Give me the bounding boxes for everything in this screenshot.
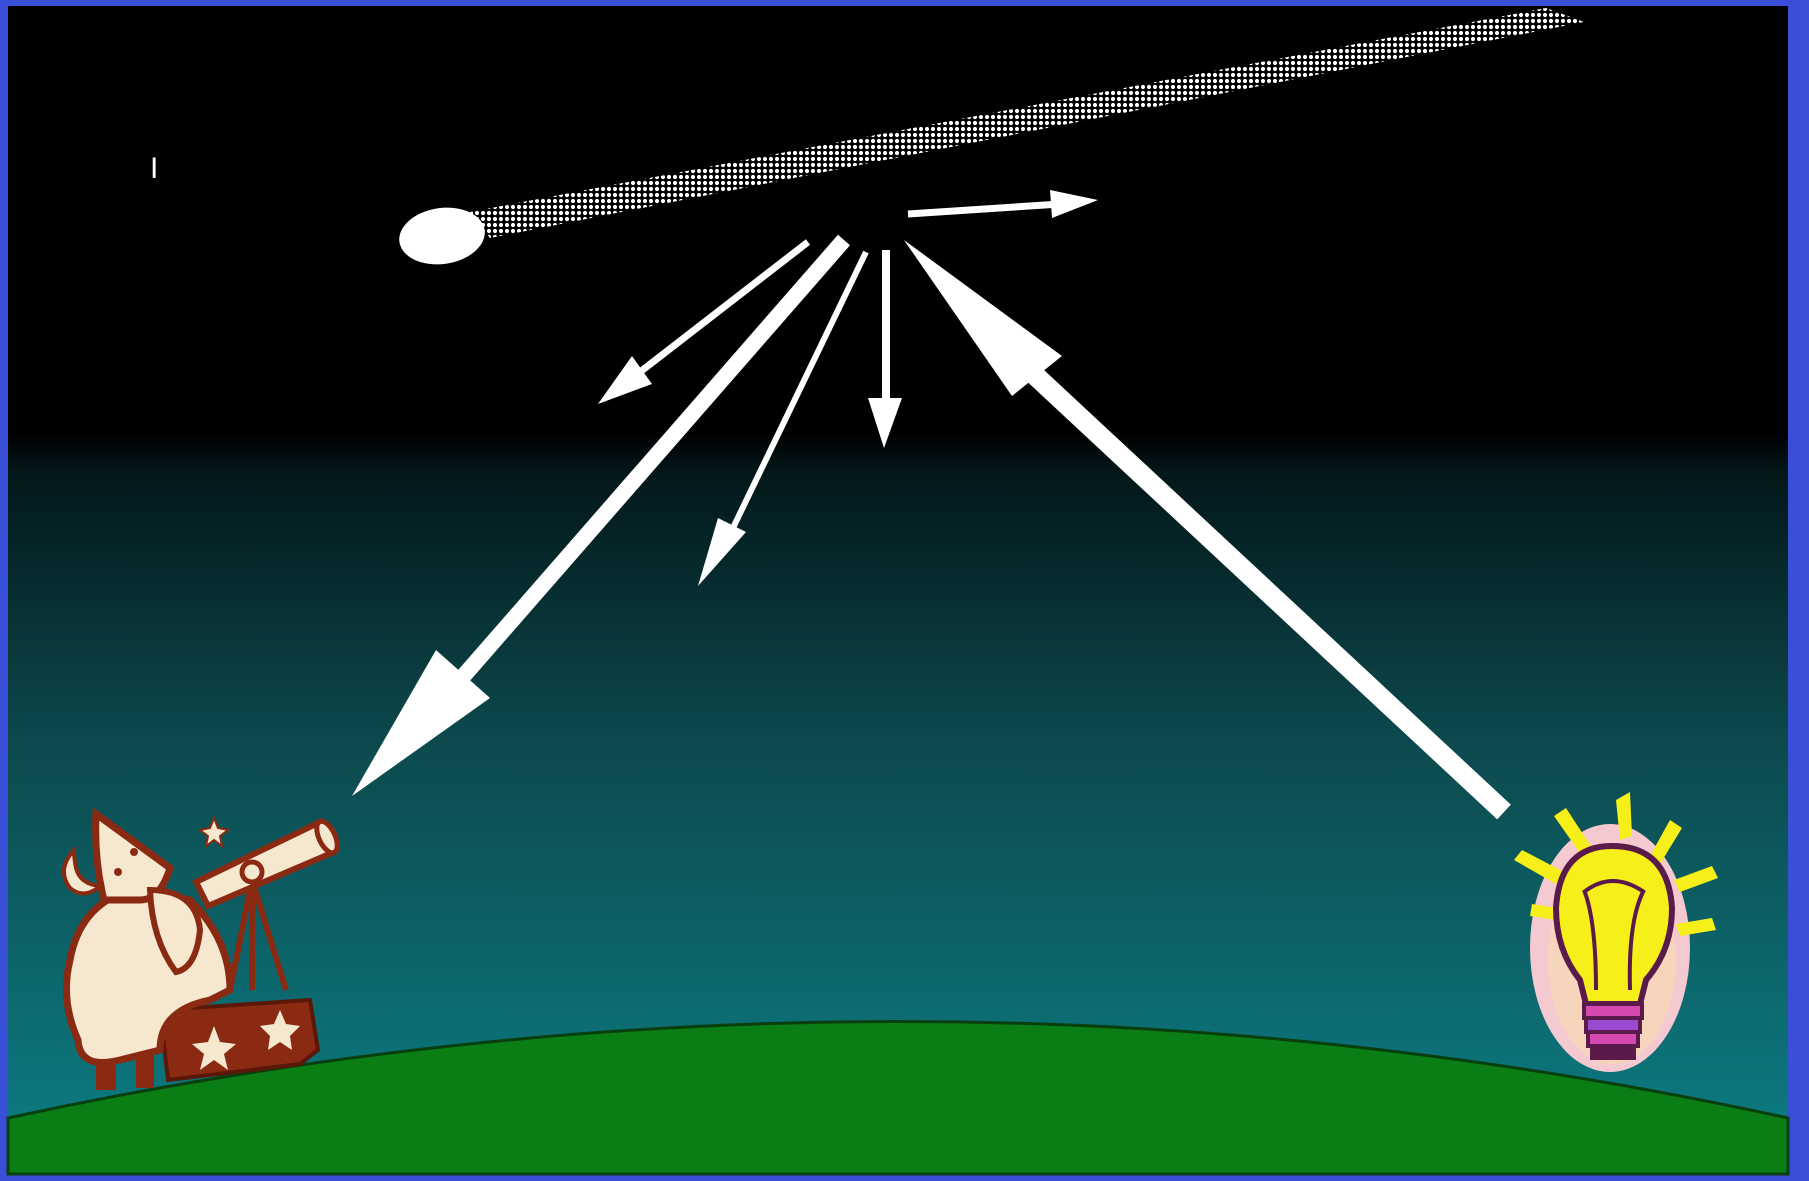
telescope-tripod — [227, 879, 289, 991]
light-bulb-icon — [1514, 792, 1718, 1072]
telescope-icon — [191, 817, 340, 910]
stray-mark: I — [150, 152, 158, 185]
desk-star-2 — [260, 1010, 300, 1050]
comet-tail — [470, 8, 1584, 238]
desk-star-1 — [192, 1026, 236, 1070]
small-star-icon — [197, 815, 231, 849]
scattered-light-arrows — [352, 190, 1511, 820]
bulb-rays — [1514, 792, 1718, 936]
wizard-astronomer-icon — [62, 807, 340, 1090]
arrow-forward-scatter — [907, 190, 1098, 218]
bulb-base — [1582, 1002, 1644, 1060]
comet-head — [399, 207, 485, 265]
arrow-from-light-source — [904, 240, 1511, 820]
arrow-middle-left-scatter — [698, 250, 869, 586]
wizard-beard — [146, 886, 204, 976]
arrow-to-astronomer — [352, 234, 851, 796]
comet-icon — [399, 8, 1584, 265]
sky-dome — [8, 225, 1788, 1174]
moon-icon — [62, 844, 105, 896]
arrow-short-left-scatter — [598, 239, 811, 404]
arrow-down-scatter — [868, 250, 902, 448]
wizard-hat — [92, 807, 175, 904]
